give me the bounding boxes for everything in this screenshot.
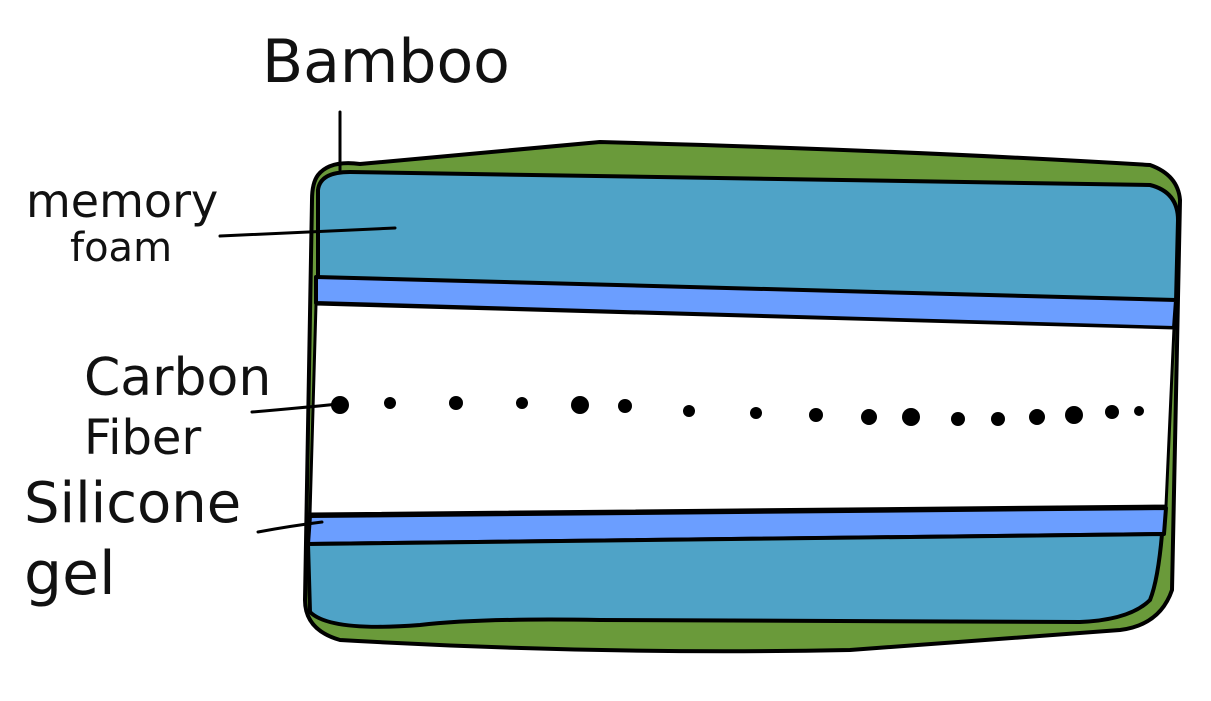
leader-lines bbox=[218, 110, 397, 534]
carbon-fiber-dot bbox=[750, 407, 762, 419]
memory-foam-top-layer bbox=[316, 170, 1180, 304]
label-silicone-gel-line2: gel bbox=[24, 539, 116, 609]
carbon-fiber-dot bbox=[516, 397, 528, 409]
carbon-fiber-dot bbox=[809, 408, 823, 422]
label-carbon-fiber-line2: Fiber bbox=[84, 410, 202, 466]
carbon-fiber-dot bbox=[331, 396, 349, 414]
carbon-fiber-dot bbox=[449, 396, 463, 410]
label-memory-foam-line1: memory bbox=[26, 174, 219, 228]
label-bamboo: Bamboo bbox=[262, 27, 510, 97]
carbon-fiber-dot bbox=[618, 399, 632, 413]
carbon-fiber-dot bbox=[1029, 409, 1045, 425]
carbon-fiber-dots bbox=[331, 396, 1144, 426]
carbon-fiber-dot bbox=[384, 397, 396, 409]
memory-foam-leader-line bbox=[218, 226, 397, 238]
carbon-fiber-core-layer bbox=[308, 302, 1176, 516]
carbon-fiber-dot bbox=[902, 408, 920, 426]
carbon-fiber-dot bbox=[683, 405, 695, 417]
carbon-fiber-dot bbox=[1065, 406, 1083, 424]
carbon-fiber-dot bbox=[951, 412, 965, 426]
carbon-fiber-dot bbox=[571, 396, 589, 414]
carbon-fiber-dot bbox=[861, 409, 877, 425]
memory-foam-bottom-layer bbox=[306, 532, 1164, 629]
label-carbon-fiber-line1: Carbon bbox=[84, 348, 272, 408]
label-silicone-gel-line1: Silicone bbox=[24, 471, 242, 536]
label-memory-foam-line2: foam bbox=[70, 225, 173, 271]
carbon-fiber-dot bbox=[991, 412, 1005, 426]
carbon-fiber-dot bbox=[1134, 406, 1144, 416]
silicone-gel-leader-line bbox=[256, 520, 324, 534]
carbon-fiber-dot bbox=[1105, 405, 1119, 419]
carbon-fiber-leader-line bbox=[250, 402, 340, 414]
